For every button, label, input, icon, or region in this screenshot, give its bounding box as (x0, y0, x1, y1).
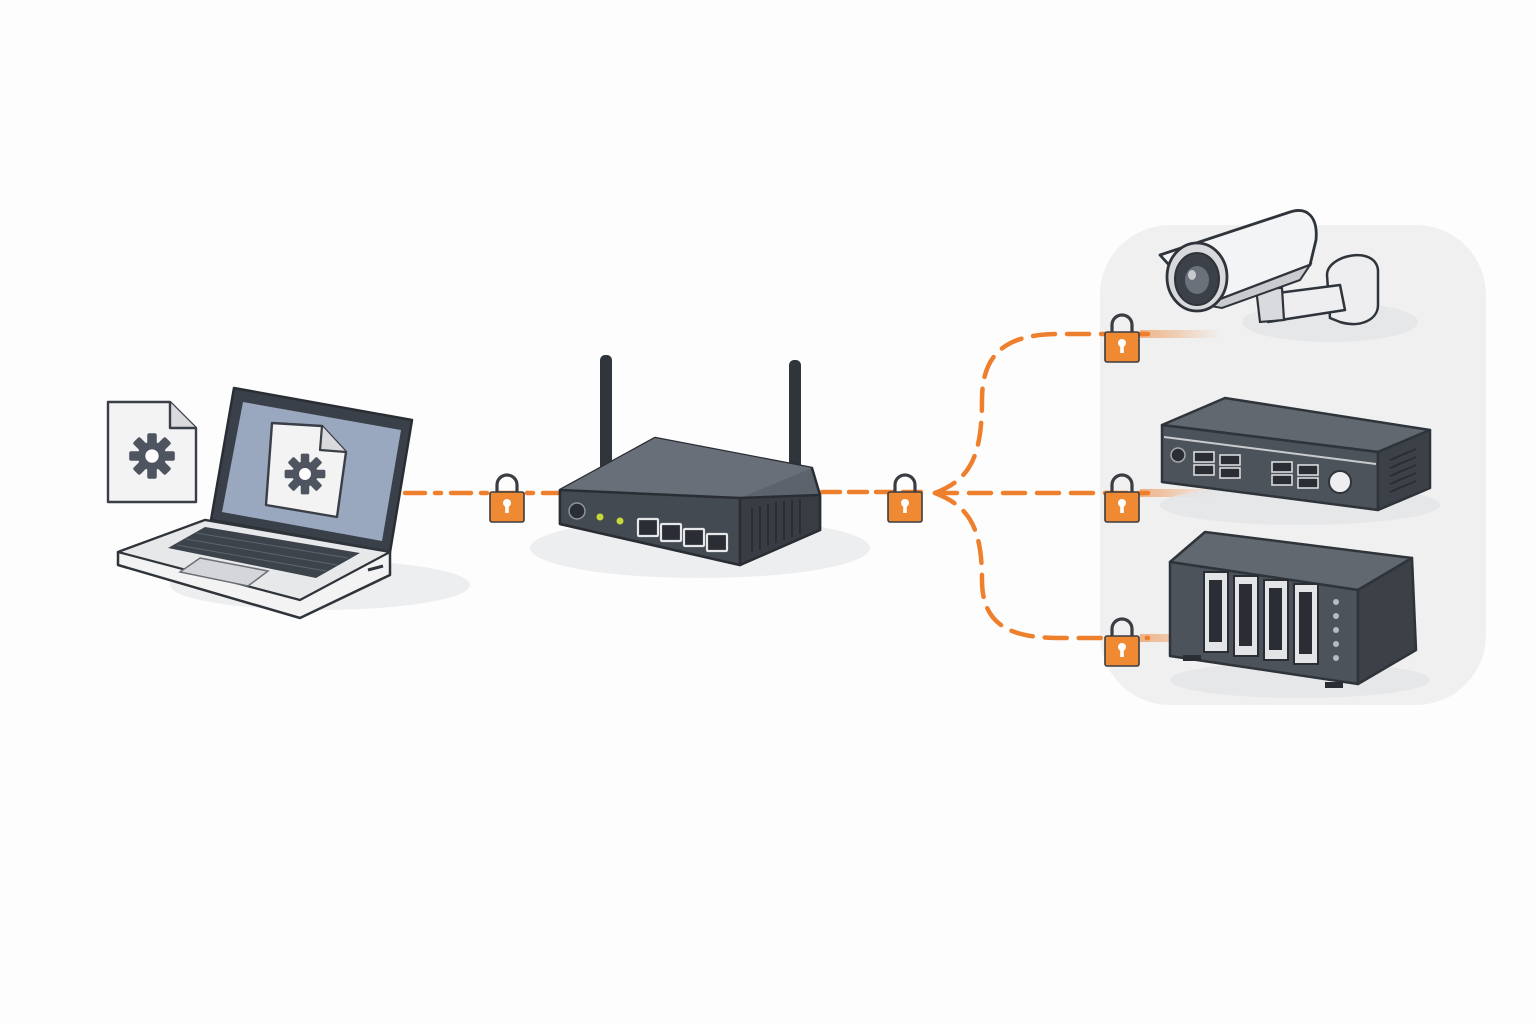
config-file-icon (264, 421, 348, 519)
padlock-icon (886, 473, 924, 524)
router-power-button (568, 502, 586, 520)
link-router-camera (932, 331, 1151, 496)
router-led (596, 513, 604, 521)
nas-icon[interactable] (1168, 530, 1430, 698)
appliance-icon[interactable] (1160, 396, 1440, 525)
router-antenna (789, 360, 801, 495)
nas-drive-bays (1203, 571, 1319, 665)
padlock-icon (488, 473, 526, 524)
router-led (616, 517, 624, 525)
laptop-touchpad (178, 557, 270, 587)
router-ports (636, 517, 729, 553)
config-file-icon (106, 400, 198, 504)
camera-icon[interactable] (1158, 209, 1418, 342)
link-router-nas (932, 490, 1151, 641)
router-icon[interactable] (530, 355, 870, 578)
laptop-icon[interactable] (116, 386, 470, 620)
router-antenna (600, 355, 612, 495)
